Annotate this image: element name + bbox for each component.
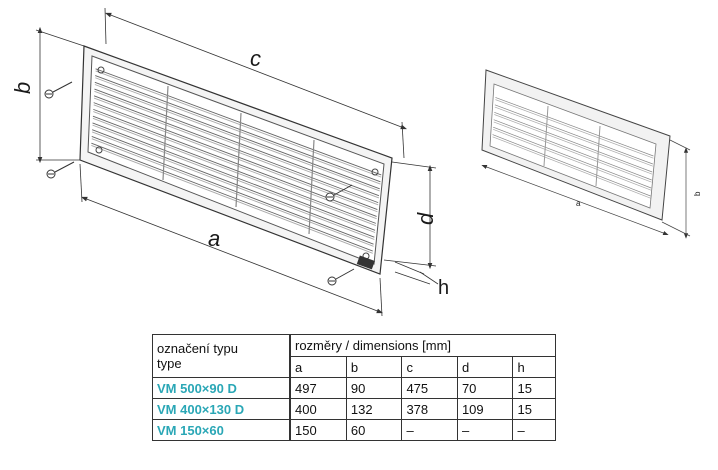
table-cell: 132	[345, 398, 403, 420]
dim-label-a: a	[208, 226, 220, 251]
column-header: d	[456, 356, 514, 378]
screw-icon	[44, 81, 73, 99]
table-header-row: označení typu type rozměry / dimensions …	[152, 334, 556, 378]
table-cell: 497	[289, 377, 347, 399]
type-name: VM 400×130 D	[152, 398, 291, 420]
thumbnail-label-b: b	[693, 191, 702, 196]
dimensions-header: rozměry / dimensions [mm]	[289, 334, 556, 357]
table-cell: 150	[289, 419, 347, 441]
grille-main-view	[79, 45, 393, 275]
technical-drawing: c b a d h a b	[10, 7, 702, 317]
dimension-lines	[35, 7, 439, 317]
table-cell: –	[512, 419, 556, 441]
table-cell: –	[456, 419, 514, 441]
table-row: VM 500×90 D 497 90 475 70 15	[152, 377, 556, 399]
table-cell: 378	[401, 398, 458, 420]
thumbnail-label-a: a	[576, 199, 581, 208]
dim-label-b: b	[10, 82, 35, 94]
table-cell: 70	[456, 377, 514, 399]
column-header-row: a b c d h	[153, 356, 556, 378]
dim-label-h: h	[438, 277, 449, 299]
table-cell: 15	[512, 377, 556, 399]
type-header-cz: označení typu	[157, 341, 238, 356]
column-header: b	[345, 356, 403, 378]
table-cell: –	[401, 419, 458, 441]
table-cell: 90	[345, 377, 403, 399]
table-cell: 109	[456, 398, 514, 420]
table-row: VM 150×60 150 60 – – –	[152, 419, 556, 441]
type-header-cell: označení typu type	[152, 334, 291, 378]
column-header: a	[289, 356, 347, 378]
dim-label-c: c	[250, 46, 261, 71]
table-cell: 15	[512, 398, 556, 420]
type-header-en: type	[157, 356, 182, 371]
type-name: VM 150×60	[152, 419, 291, 441]
dimensions-table: označení typu type rozměry / dimensions …	[152, 334, 556, 441]
table-cell: 60	[345, 419, 403, 441]
type-name: VM 500×90 D	[152, 377, 291, 399]
screw-icon	[46, 161, 75, 179]
thumbnail-dimension-lines	[481, 139, 691, 239]
dim-label-d: d	[413, 212, 438, 225]
column-header: h	[512, 356, 556, 378]
column-header: c	[401, 356, 458, 378]
screw-icon	[327, 268, 355, 286]
table-row: VM 400×130 D 400 132 378 109 15	[152, 398, 556, 420]
table-cell: 475	[401, 377, 458, 399]
grille-thumbnail	[481, 69, 671, 221]
table-cell: 400	[289, 398, 347, 420]
